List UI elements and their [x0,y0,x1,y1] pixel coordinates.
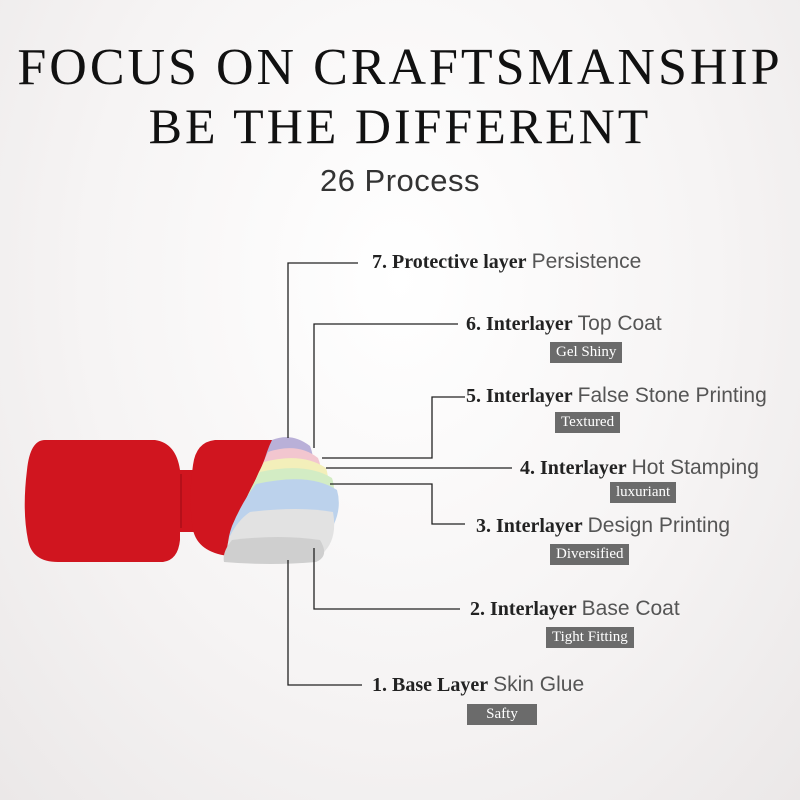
layer-3-tag: Diversified [550,544,630,565]
layer-5-tag: Textured [555,412,621,433]
layer-4-tag: luxuriant [610,482,677,503]
headline-line-2: BE THE DIFFERENT [148,98,652,154]
leader-line-1 [287,560,362,686]
layer-6-number: 6. Interlayer [466,313,573,335]
layer-3-name: Design Printing [587,514,731,537]
layer-4-number: 4. Interlayer [520,457,627,479]
layer-5-name: False Stone Printing [577,384,767,407]
layer-6-tag: Gel Shiny [550,342,623,363]
nail-left-lobe [24,440,181,562]
layer-stack [223,437,339,564]
layer-1-tag: Safty [467,704,537,725]
layer-2-number: 2. Interlayer [470,598,577,620]
layer-7-number: 7. Protective layer [372,251,527,273]
leader-line-6 [313,323,458,448]
layer-1-skin-glue [223,537,325,564]
layer-5-number: 5. Interlayer [466,385,573,407]
layer-2-name: Base Coat [581,597,680,620]
leader-line-2 [313,548,460,610]
leader-line-5 [322,396,465,459]
layer-7-name: Persistence [531,250,642,273]
headline-line-1: FOCUS ON CRAFTSMANSHIP [17,39,783,96]
layer-2-tag: Tight Fitting [546,627,634,648]
layer-6-name: Top Coat [577,312,662,335]
process-count: 26 Process [319,163,481,198]
layer-1-name: Skin Glue [493,673,585,696]
layer-4-name: Hot Stamping [631,456,759,479]
leader-lines [287,262,512,686]
leader-line-7 [287,262,358,438]
leader-line-3 [330,483,465,525]
layer-1-number: 1. Base Layer [372,674,489,696]
layer-3-number: 3. Interlayer [476,515,583,537]
